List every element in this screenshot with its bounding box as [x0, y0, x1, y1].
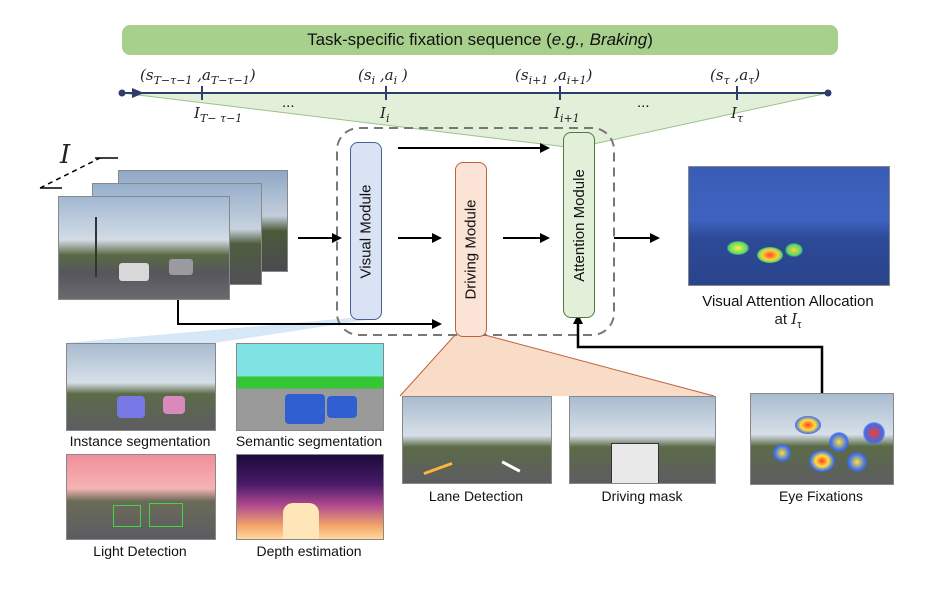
timeline-start-dot: [118, 89, 126, 97]
timeline-bottom-label-4: Iτ: [731, 104, 744, 125]
timeline-ellipsis-2: ...: [637, 94, 650, 111]
timeline-top-label-3: (si+1 ,ai+1): [515, 66, 593, 87]
driving-module-label: Driving Module: [462, 199, 480, 300]
banner-prefix: Task-specific fixation sequence (: [307, 30, 552, 49]
driving-module: Driving Module: [455, 162, 487, 337]
timeline-ellipsis-1: ...: [282, 94, 295, 111]
driving-mask-caption: Driving mask: [601, 488, 683, 504]
input-frame-front: [58, 196, 230, 300]
timeline-top-label-2: (si ,ai ): [358, 66, 408, 87]
timeline-top-label-1: (sT−τ−1 ,aT−τ−1): [140, 66, 256, 87]
timeline-bottom-label-3: Ii+1: [554, 104, 580, 125]
attention-map-output: [688, 166, 890, 286]
timeline-start-arrow: [132, 88, 144, 98]
instance-segmentation-image: [66, 343, 216, 431]
instance-segmentation-caption: Instance segmentation: [69, 433, 211, 449]
lane-detection-image: [402, 396, 552, 484]
semantic-segmentation-caption: Semantic segmentation: [235, 433, 383, 449]
timeline-bottom-label-2: Ii: [380, 104, 390, 125]
timeline-top-label-4: (sτ ,aτ): [710, 66, 761, 87]
sequence-banner: Task-specific fixation sequence (e.g., B…: [122, 25, 838, 55]
modules-frame: [336, 127, 615, 336]
driving-fan: [400, 335, 714, 396]
eye-fixations-caption: Eye Fixations: [778, 488, 864, 504]
banner-suffix: ): [647, 30, 653, 49]
depth-estimation-image: [236, 454, 384, 540]
timeline-bottom-label-1: IT− τ−1: [194, 104, 243, 125]
timeline-end-dot: [824, 89, 832, 97]
visual-fan: [66, 318, 380, 343]
visual-module-label: Visual Module: [357, 184, 375, 278]
depth-estimation-caption: Depth estimation: [256, 543, 362, 559]
attention-module-label: Attention Module: [570, 168, 588, 282]
attention-module: Attention Module: [563, 132, 595, 318]
lane-detection-caption: Lane Detection: [428, 488, 524, 504]
output-caption-line1: Visual Attention Allocation: [702, 293, 874, 310]
light-detection-caption: Light Detection: [93, 543, 187, 559]
driving-mask-image: [569, 396, 716, 484]
output-caption-line2: at Iτ: [774, 310, 802, 331]
light-detection-image: [66, 454, 216, 540]
input-label: I: [60, 140, 71, 170]
eye-fixations-image: [750, 393, 894, 485]
output-caption: Visual Attention Allocation at Iτ: [688, 293, 888, 331]
banner-emphasis: e.g., Braking: [551, 30, 648, 49]
visual-module: Visual Module: [350, 142, 382, 320]
semantic-segmentation-image: [236, 343, 384, 431]
